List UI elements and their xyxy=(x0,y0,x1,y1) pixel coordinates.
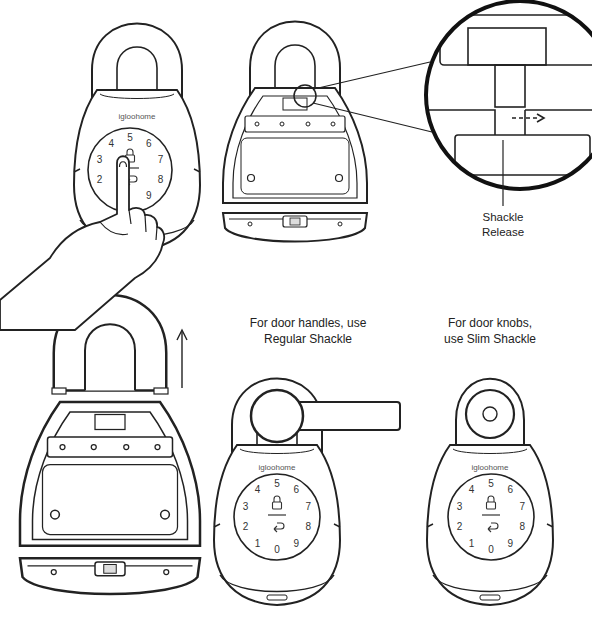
caption-note: For door knobs, use Slim Shackle xyxy=(440,316,540,347)
divider-line xyxy=(268,514,286,515)
keypad-digit: 0 xyxy=(488,545,494,555)
brand-logo: igloohome xyxy=(119,112,156,122)
keypad-digit: 8 xyxy=(306,522,312,532)
brand-logo: igloohome xyxy=(259,463,296,473)
keypad-digit: 7 xyxy=(306,502,312,512)
lock-icon xyxy=(487,502,496,509)
magnified-detail xyxy=(420,1,592,206)
keypad-circle: 4 5 6 3 7 2 8 1 0 9 xyxy=(448,474,534,560)
keypad-digit: 2 xyxy=(457,522,463,532)
keypad-digit: 8 xyxy=(158,175,164,185)
keypad-digit: 1 xyxy=(255,539,261,549)
keypad-digit: 7 xyxy=(158,155,164,165)
keypad-digit: 5 xyxy=(488,479,494,489)
keypad-digit: 7 xyxy=(520,502,526,512)
part-label: Shackle Release xyxy=(468,210,538,240)
keypad-digit: 6 xyxy=(146,139,152,149)
keypad-digit: 4 xyxy=(108,139,114,149)
divider-line xyxy=(482,514,500,515)
keypad-digit: 1 xyxy=(469,539,475,549)
door-handle-lockbox xyxy=(214,379,400,606)
keypad-digit: 5 xyxy=(274,479,280,489)
keypad-digit: 9 xyxy=(294,539,300,549)
lock-icon xyxy=(488,496,494,502)
keypad-circle: 4 5 6 3 7 2 8 1 0 9 xyxy=(234,474,320,560)
back-arrow-icon xyxy=(488,523,498,532)
keypad-digit: 0 xyxy=(274,545,280,555)
keypad-digit: 4 xyxy=(255,485,261,495)
keypad-digit: 3 xyxy=(457,502,463,512)
keypad-digit: 5 xyxy=(127,133,133,143)
keypad-digit: 2 xyxy=(97,175,103,185)
keypad-digit: 6 xyxy=(508,485,514,495)
keypad-digit: 6 xyxy=(294,485,300,495)
lock-icon xyxy=(274,496,280,502)
door-knob-lockbox xyxy=(427,379,553,605)
keypad-digit: 2 xyxy=(243,522,249,532)
keypad-digit: 3 xyxy=(243,502,249,512)
keypad-circle: 4 5 6 3 7 2 89 xyxy=(88,128,172,212)
lock-icon xyxy=(127,149,133,155)
opened-lockbox xyxy=(223,22,432,242)
caption-note: For door handles, use Regular Shackle xyxy=(248,316,368,347)
keypad-digit: 9 xyxy=(146,191,152,201)
keypad-digit: 4 xyxy=(469,485,475,495)
keypad-digit: 3 xyxy=(97,155,103,165)
keypad-digit: 8 xyxy=(520,522,526,532)
keypad-digit: 9 xyxy=(508,539,514,549)
lock-icon xyxy=(273,502,282,509)
shackle-removal xyxy=(20,295,200,594)
brand-logo: igloohome xyxy=(472,463,509,473)
back-arrow-icon xyxy=(274,523,284,532)
